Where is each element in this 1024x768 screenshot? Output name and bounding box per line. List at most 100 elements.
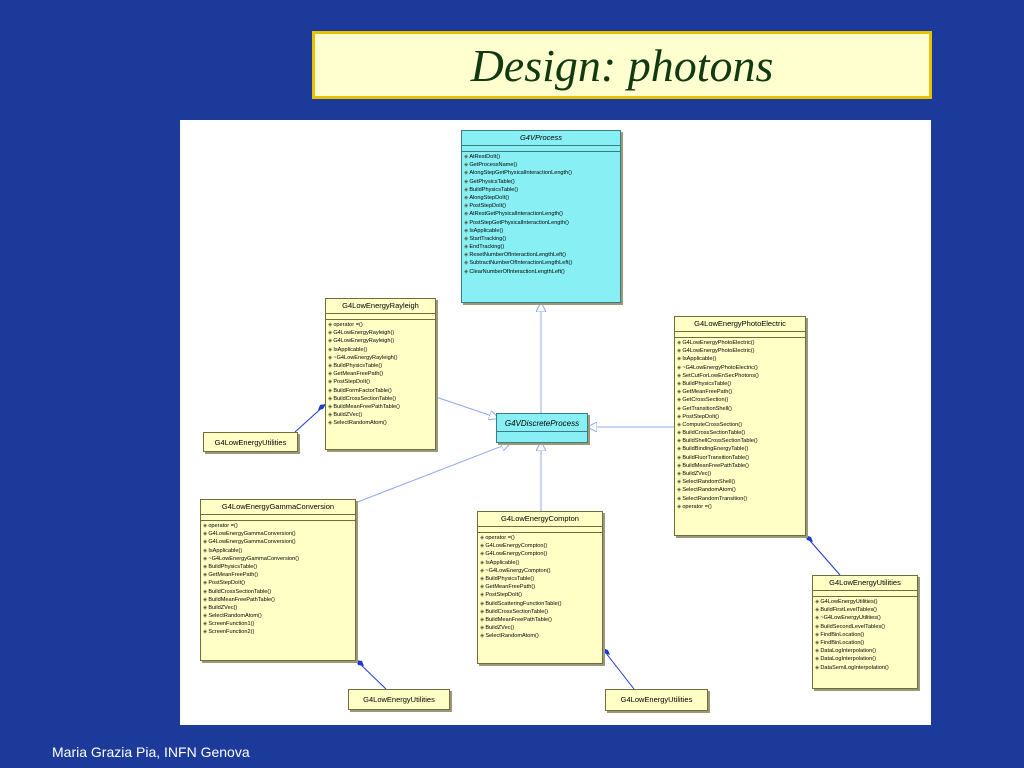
operation-label: AtRestGetPhysicalInteractionLength() <box>469 211 563 218</box>
operation-item: ◈operator =() <box>328 321 433 329</box>
operation-label: IsApplicable() <box>682 356 717 363</box>
operations-list: ◈ G4LowEnergyUtilities() ◈ BuildFirstLevelT… <box>813 597 917 672</box>
operation-item: ◈BuildMeanFreePathTable() <box>328 403 433 411</box>
operation-item: ◈AtRestGetPhysicalInteractionLength() <box>464 210 618 218</box>
operation-icon: ◈ <box>464 154 469 160</box>
operation-icon: ◈ <box>677 487 682 494</box>
class-g4lowenergyutilities-bottom-middle[interactable]: G4LowEnergyUtilities <box>605 689 708 711</box>
operation-item: ◈~G4LowEnergyCompton() <box>480 567 600 575</box>
operation-label: SelectRandomAtom() <box>208 613 262 620</box>
operation-icon: ◈ <box>815 623 820 630</box>
operation-label: IsApplicable() <box>469 227 504 234</box>
operation-label: BuildScatteringFunctionTable() <box>485 600 562 607</box>
operation-icon: ◈ <box>677 438 682 445</box>
operation-item: ◈BuildPhysicsTable() <box>328 362 433 370</box>
operation-label: BuildZVec() <box>682 471 712 477</box>
operation-label: PostStepDoIt() <box>682 413 719 420</box>
operation-label: BuildPhysicsTable() <box>333 362 383 369</box>
operation-icon: ◈ <box>328 322 333 328</box>
class-name: G4LowEnergyGammaConversion <box>201 500 355 515</box>
operation-icon: ◈ <box>677 503 682 510</box>
operation-item: ◈G4LowEnergyRayleigh() <box>328 337 433 345</box>
operation-item: ◈BuildCrossSectionTable() <box>203 588 353 596</box>
operation-label: BuildShellCrossSectionTable() <box>682 438 758 445</box>
class-g4lowenergyutilities-bottom-left[interactable]: G4LowEnergyUtilities <box>348 689 450 710</box>
operation-label: BuildMeanFreePathTable() <box>208 596 275 603</box>
operation-label: BuildSecondLevelTables() <box>820 623 885 630</box>
operation-label: AlongStepDoIt() <box>469 194 510 201</box>
operation-label: GetMeanFreePath() <box>333 371 384 378</box>
operation-item: ◈BuildMeanFreePathTable() <box>203 596 353 604</box>
operation-label: SetCutForLowEnSecPhotons() <box>682 372 759 379</box>
aggregation-photo-utilities <box>804 534 841 576</box>
operation-item: ◈BuildCrossSectionTable() <box>677 429 803 437</box>
operation-icon: ◈ <box>677 380 682 387</box>
operation-icon: ◈ <box>480 600 485 607</box>
operation-item: ◈BuildPhysicsTable() <box>677 380 803 388</box>
operation-icon: ◈ <box>480 543 485 550</box>
class-name: G4LowEnergyCompton <box>478 512 602 527</box>
operation-item: ◈BuildZVec() <box>328 411 433 419</box>
operation-item: ◈ScreenFunction2() <box>203 628 353 636</box>
operation-icon: ◈ <box>677 454 682 461</box>
operation-item: ◈DataSemiLogInterpolation() <box>815 664 915 672</box>
operation-icon: ◈ <box>815 656 820 663</box>
operation-label: DataSemiLogInterpolation() <box>820 664 889 671</box>
class-g4vdiscreteprocess[interactable]: G4VDiscreteProcess <box>496 413 588 443</box>
operation-item: ◈BuildPhysicsTable() <box>480 575 600 583</box>
operation-item: ◈FindBinLocation() <box>815 631 915 639</box>
operation-label: DataLogInterpolation() <box>820 656 876 663</box>
operation-item: ◈~G4LowEnergyPhotoElectric() <box>677 364 803 372</box>
class-g4lowenergyutilities-full[interactable]: G4LowEnergyUtilities ◈ G4LowEnergyUtiliti… <box>812 575 918 689</box>
class-name: G4VProcess <box>462 131 620 146</box>
operation-label: BuildFluorTransitionTable() <box>682 454 749 461</box>
class-g4lowenergycompton[interactable]: G4LowEnergyCompton ◈operator =()◈G4LowEn… <box>477 511 603 664</box>
class-g4vprocess[interactable]: G4VProcess ◈AtRestDoIt()◈GetProcessName(… <box>461 130 621 303</box>
operation-item: ◈BuildFluorTransitionTable() <box>677 454 803 462</box>
operation-item: ◈operator =() <box>677 503 803 511</box>
operation-icon: ◈ <box>464 186 469 193</box>
operation-icon: ◈ <box>203 555 208 562</box>
aggregation-compton-utilities <box>601 647 635 690</box>
operation-icon: ◈ <box>677 356 682 363</box>
slide-title: Design: photons <box>470 39 774 91</box>
operation-item: ◈IsApplicable() <box>328 346 433 354</box>
class-name: G4LowEnergyUtilities <box>813 576 917 591</box>
operation-icon: ◈ <box>328 420 333 427</box>
operation-icon: ◈ <box>203 588 208 595</box>
operation-item: ◈ScreenFunction1() <box>203 620 353 628</box>
operation-icon: ◈ <box>677 405 682 412</box>
operation-item: ◈G4LowEnergyRayleigh() <box>328 329 433 337</box>
operation-label: G4LowEnergyUtilities() <box>820 599 878 605</box>
operation-label: GetCrossSection() <box>682 397 729 404</box>
operation-item: ◈FindBinLocation() <box>815 639 915 647</box>
operation-icon: ◈ <box>677 479 682 486</box>
operation-item: ◈BuildShellCrossSectionTable() <box>677 437 803 445</box>
operation-icon: ◈ <box>480 559 485 566</box>
operation-label: G4LowEnergyPhotoElectric() <box>682 348 755 355</box>
operation-icon: ◈ <box>203 629 208 636</box>
operation-label: ResetNumberOfInteractionLengthLeft() <box>469 252 567 259</box>
operations-list: ◈operator =()◈G4LowEnergyCompton()◈G4Low… <box>478 533 602 640</box>
class-g4lowenergyrayleigh[interactable]: G4LowEnergyRayleigh ◈operator =()◈G4LowE… <box>325 298 436 450</box>
operation-item: ◈IsApplicable() <box>480 559 600 567</box>
operation-icon: ◈ <box>328 387 333 394</box>
class-g4lowenergyphotoelectric[interactable]: G4LowEnergyPhotoElectric ◈G4LowEnergyPho… <box>674 316 806 536</box>
operations-list: ◈G4LowEnergyPhotoElectric()◈G4LowEnergyP… <box>675 338 805 511</box>
operation-icon: ◈ <box>677 421 682 428</box>
operation-label: BuildFirstLevelTables() <box>820 607 877 614</box>
class-g4lowenergygammaconversion[interactable]: G4LowEnergyGammaConversion ◈operator =()… <box>200 499 356 661</box>
class-g4lowenergyutilities-left[interactable]: G4LowEnergyUtilities <box>203 432 298 452</box>
class-name: G4LowEnergyUtilities <box>363 695 435 704</box>
operation-item: ◈BuildCrossSectionTable() <box>328 395 433 403</box>
diagram-connectors <box>294 120 841 690</box>
operation-item: ◈IsApplicable() <box>677 355 803 363</box>
operation-label: G4LowEnergyGammaConversion() <box>208 531 296 538</box>
aggregation-diamond-compton <box>602 648 610 655</box>
operation-item: ◈GetCrossSection() <box>677 396 803 404</box>
operation-icon: ◈ <box>480 551 485 558</box>
operation-icon: ◈ <box>464 244 469 251</box>
operation-label: AtRestDoIt() <box>469 154 501 160</box>
operation-icon: ◈ <box>677 364 682 371</box>
operation-item: ◈G4LowEnergyPhotoElectric() <box>677 339 803 347</box>
